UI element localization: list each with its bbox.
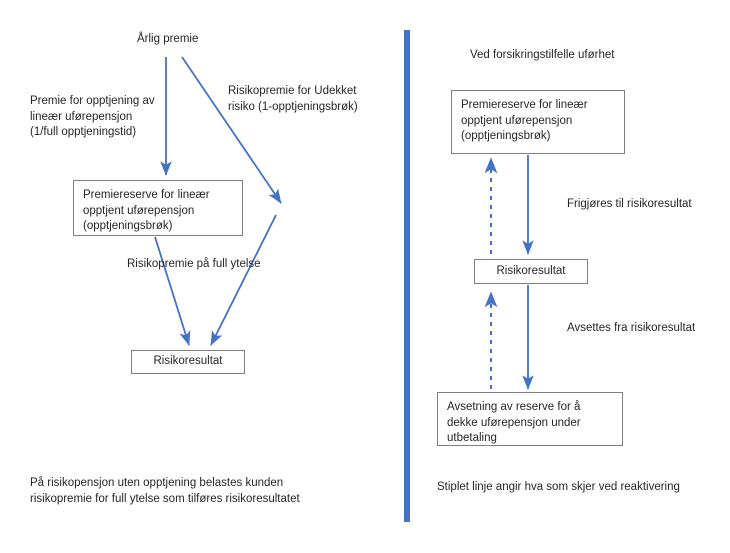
left-node-premiereserve[interactable]: Premiereserve for lineær opptjent uførep… — [73, 180, 243, 236]
right-panel-heading: Ved forsikringstilfelle uførhet — [470, 49, 615, 61]
left-edge-label-udekket-risiko: Risikopremie for Udekket risiko (1-opptj… — [228, 85, 358, 113]
left-edge-label-premie-opptjening: Premie for opptjening av lineær uførepen… — [30, 95, 155, 138]
right-edge-label-avsettes: Avsettes fra risikoresultat — [567, 322, 696, 334]
left-panel-caption: På risikopensjon uten opptjening belaste… — [30, 477, 300, 505]
right-node-premiereserve[interactable]: Premiereserve for lineær opptjent uførep… — [451, 90, 625, 154]
right-node-avsetning[interactable]: Avsetning av reserve for å dekke uførepe… — [437, 392, 623, 446]
right-panel-caption: Stiplet linje angir hva som skjer ved re… — [437, 481, 680, 493]
right-edge-label-frigjores: Frigjøres til risikoresultat — [567, 198, 692, 210]
panel-divider — [404, 30, 410, 522]
left-edge-label-risikopremie-full-ytelse: Risikopremie på full ytelse — [127, 258, 261, 270]
left-source-label: Årlig premie — [137, 33, 199, 45]
arrow-premiereserve-to-risikoresultat — [154, 236, 191, 346]
right-node-risikoresultat[interactable]: Risikoresultat — [474, 259, 588, 284]
left-node-risikoresultat[interactable]: Risikoresultat — [131, 350, 245, 374]
